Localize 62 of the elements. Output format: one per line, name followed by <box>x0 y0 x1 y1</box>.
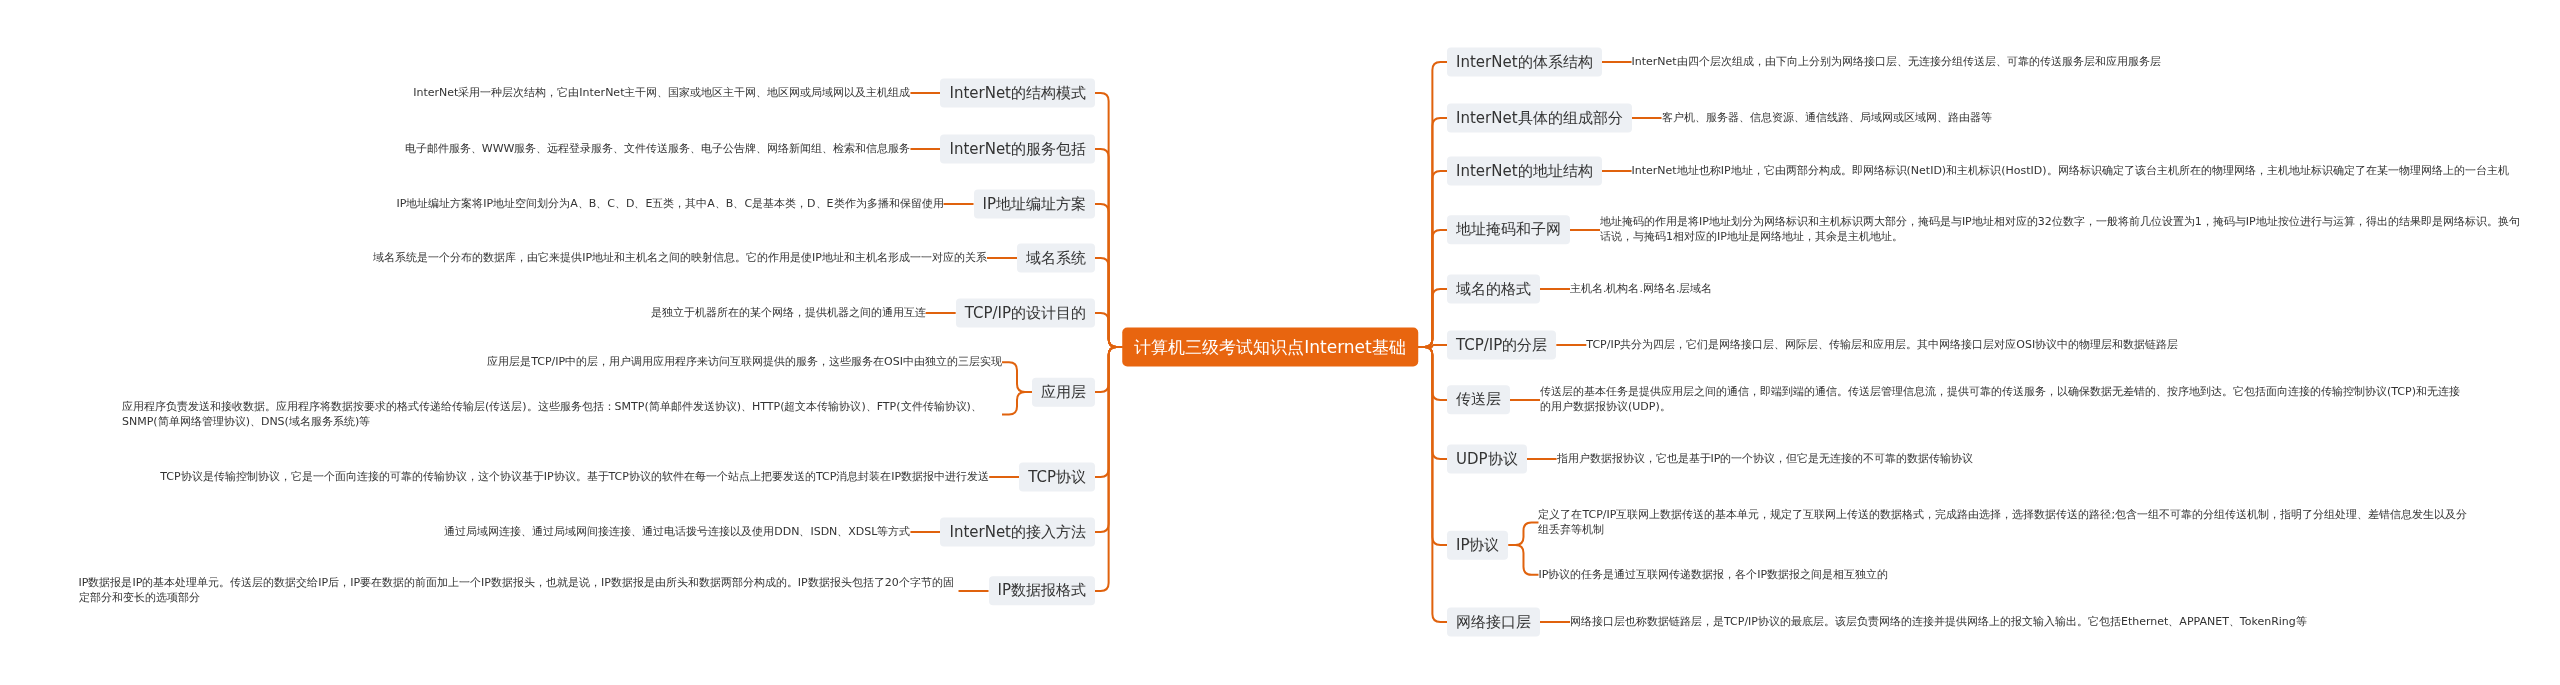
topic-box: InterNet的结构模式 <box>940 78 1095 108</box>
connector-line <box>988 476 1021 478</box>
connector-line <box>1509 399 1541 401</box>
central-topic-box: 计算机三级考试知识点Internet基础 <box>1122 327 1418 367</box>
topic-box: InterNet的体系结构 <box>1447 47 1602 77</box>
topic-box: 网络接口层 <box>1447 607 1540 637</box>
topic-note: 主机名.机构名.网络名.层域名 <box>1570 281 1713 297</box>
connector-line <box>1416 346 1448 623</box>
topic-note: 应用层是TCP/IP中的层，用户调用应用程序来访问互联网提供的服务，这些服务在OSI中由独立的三层实现 <box>487 354 1002 370</box>
topic-note: 应用程序负责发送和接收数据。应用程序将数据按要求的格式传递给传输层(传送层)。这些服务包括：SMTP(简单邮件发送协议)、HTTP(超文本传输协议)、FTP(文件传输协议)、SNMP(简单网络管理协议)、DNS(域名服务系统)等 <box>122 399 1002 430</box>
connector-line <box>986 257 1018 259</box>
connector-line <box>1539 288 1571 290</box>
connector-line <box>1507 544 1540 576</box>
topic-box: 域名系统 <box>1017 243 1095 273</box>
topic-note: 地址掩码的作用是将IP地址划分为网络标识和主机标识两大部分，掩码是与IP地址相对应的32位数字，一般将前几位设置为1，掩码与IP地址按位进行与运算，得出的结果即是网络标识。换句话说，与掩码1相对应的IP地址是网络地址，其余是主机地址。 <box>1600 215 2530 245</box>
topic-box: 域名的格式 <box>1447 274 1540 304</box>
topic-box: TCP协议 <box>1019 462 1095 492</box>
topic-box: InterNet的接入方法 <box>940 517 1095 547</box>
topic-box: TCP/IP的设计目的 <box>955 298 1095 328</box>
topic-note: IP地址编址方案将IP地址空间划分为A、B、C、D、E五类，其中A、B、C是基本类，D、E类作为多播和保留使用 <box>396 196 944 212</box>
topic-note: 网络接口层也称数据链路层，是TCP/IP协议的最底层。该层负责网络的连接并提供网络上的报文输入输出。它包括Ethernet、APPANET、TokenRing等 <box>1570 614 2307 630</box>
connector-line <box>1094 346 1124 592</box>
connector-line <box>1539 621 1571 623</box>
connector-line <box>1001 391 1033 416</box>
connector-line <box>924 312 957 314</box>
topic-box: IP地址编址方案 <box>973 189 1095 219</box>
topic-box: TCP/IP的分层 <box>1447 330 1557 360</box>
topic-note: 定义了在TCP/IP互联网上数据传送的基本单元，规定了互联网上传送的数据格式，完成路由选择，选择数据传送的路径;包含一组不可靠的分组传送机制，指明了分组处理、差错信息发生以及分组丢弃等机制 <box>1538 507 2469 538</box>
topic-note: IP协议的任务是通过互联网传递数据报，各个IP数据报之间是相互独立的 <box>1538 567 1889 583</box>
connector-line <box>909 92 942 94</box>
connector-line <box>1600 170 1633 172</box>
topic-note: 是独立于机器所在的某个网络，提供机器之间的通用互连 <box>650 305 926 321</box>
topic-note: IP数据报是IP的基本处理单元。传送层的数据交给IP后，IP要在数据的前面加上一个IP数据报头，也就是说，IP数据报是由所头和数据两部分构成的。IP数据报头包括了20个字节的固定部分和变长的选项部分 <box>78 576 959 606</box>
connector-line <box>1600 61 1633 63</box>
topic-note: 传送层的基本任务是提供应用层之间的通信，即端到端的通信。传送层管理信息流，提供可靠的传送服务，以确保数据无差错的、按序地到达。它包括面向连接的传输控制协议(TCP)和无连接的用户数据报协议(UDP)。 <box>1540 385 2470 415</box>
connector-line <box>1555 344 1588 346</box>
topic-note: 通过局域网连接、通过局域网间接连接、通过电话拨号连接以及使用DDN、ISDN、XDSL等方式 <box>444 524 911 540</box>
topic-note: 指用户数据报协议，它也是基于IP的一个协议，但它是无连接的不可靠的数据传输协议 <box>1556 451 1974 467</box>
topic-note: TCP协议是传输控制协议，它是一个面向连接的可靠的传输协议，这个协议基于IP协议。基于TCP协议的软件在每一个站点上把要发送的TCP消息封装在IP数据报中进行发送 <box>160 469 990 485</box>
topic-box: InterNet的服务包括 <box>940 134 1095 164</box>
topic-box: UDP协议 <box>1447 444 1527 474</box>
connector-line <box>909 148 942 150</box>
connector-line <box>1569 229 1601 231</box>
topic-box: InterNet的地址结构 <box>1447 156 1602 186</box>
topic-box: InterNet具体的组成部分 <box>1447 103 1632 133</box>
topic-box: IP数据报格式 <box>988 576 1095 606</box>
topic-note: InterNet地址也称IP地址，它由两部分构成。即网络标识(NetID)和主机标识(HostID)。网络标识确定了该台主机所在的物理网络，主机地址标识确定了在某一物理网络上的一台主机 <box>1631 163 2509 179</box>
topic-note: InterNet由四个层次组成，由下向上分别为网络接口层、无连接分组传送层、可靠的传送服务层和应用服务层 <box>1631 54 2161 70</box>
topic-box: IP协议 <box>1447 530 1509 560</box>
topic-box: 地址掩码和子网 <box>1447 215 1570 245</box>
topic-note: TCP/IP共分为四层，它们是网络接口层、网际层、传输层和应用层。其中网络接口层对应OSI协议中的物理层和数据链路层 <box>1586 337 2179 353</box>
topic-note: 电子邮件服务、WWW服务、远程登录服务、文件传送服务、电子公告牌、网络新闻组、检索和信息服务 <box>404 141 911 157</box>
topic-box: 应用层 <box>1032 377 1095 407</box>
connector-line <box>1525 458 1558 460</box>
connector-line <box>909 531 942 533</box>
connector-line <box>1630 117 1663 119</box>
topic-note: InterNet采用一种层次结构，它由InterNet主干网、国家或地区主干网、地区网或局域网以及主机组成 <box>413 85 911 101</box>
topic-note: 域名系统是一个分布的数据库，由它来提供IP地址和主机名之间的映射信息。它的作用是使IP地址和主机名形成一一对应的关系 <box>373 250 987 266</box>
connector-line <box>942 203 975 205</box>
topic-note: 客户机、服务器、信息资源、通信线路、局域网或区域网、路由器等 <box>1661 110 1992 126</box>
topic-box: 传送层 <box>1447 385 1510 415</box>
connector-line <box>957 590 990 592</box>
